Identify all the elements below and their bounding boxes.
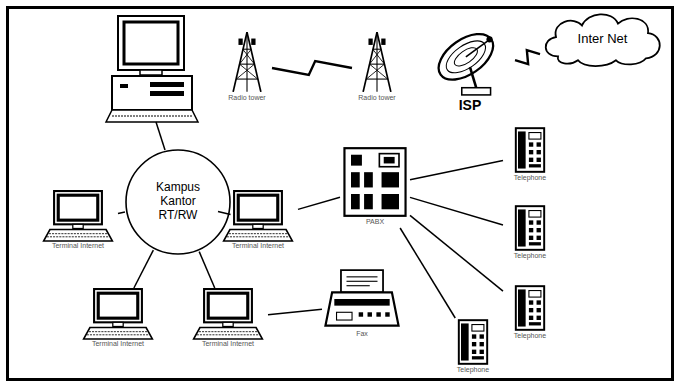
- terminal-pc-icon: [78, 288, 158, 340]
- radio-tower: Radio tower: [352, 30, 402, 106]
- node-label: Kampus Kantor RT/RW: [152, 181, 204, 222]
- cable-link: [410, 161, 503, 180]
- fax-machine: Fax: [322, 268, 402, 342]
- device-label: Radio tower: [222, 94, 272, 101]
- terminal-pc-icon: [188, 288, 268, 340]
- telephone: Telephone: [503, 204, 557, 262]
- terminal-pc: Terminal Internet: [218, 190, 298, 252]
- server-keyboard: [106, 110, 198, 122]
- cable-link: [218, 212, 231, 215]
- device-label: Terminal Internet: [38, 242, 118, 249]
- node-label: Inter Net: [553, 32, 653, 47]
- fax-machine-icon: [322, 268, 402, 330]
- cable-link: [134, 250, 153, 288]
- text-holder: Inter Net: [540, 10, 665, 68]
- pabx-switch-icon: [340, 146, 410, 218]
- cable-link: [268, 309, 322, 315]
- cable-link: [199, 252, 215, 288]
- terminal-pc-icon: [218, 190, 298, 242]
- telephone-icon: [503, 284, 557, 332]
- power-light: [120, 84, 128, 88]
- cable-link: [400, 228, 455, 318]
- telephone-icon: [503, 204, 557, 252]
- server-screen: [124, 22, 178, 64]
- device-label: Terminal Internet: [78, 340, 158, 347]
- radio-tower-icon: [352, 30, 402, 94]
- pabx-switch: PABX: [340, 146, 410, 228]
- telephone: Telephone: [503, 284, 557, 342]
- cable-link: [410, 197, 503, 225]
- internet-cloud: Inter Net: [540, 10, 665, 68]
- radio-link: [272, 61, 352, 75]
- telephone-icon: [503, 126, 557, 174]
- device-label: ISP: [425, 98, 515, 113]
- device-label: Fax: [322, 330, 402, 337]
- monitor-stand: [140, 70, 162, 75]
- radio-tower-icon: [222, 30, 272, 94]
- server-case: [112, 76, 192, 110]
- text-holder: Kampus Kantor RT/RW: [124, 148, 232, 256]
- server-monitor: [118, 16, 184, 70]
- telephone-icon: [446, 318, 500, 366]
- device-label: Radio tower: [352, 94, 402, 101]
- campus-ring: Kampus Kantor RT/RW: [124, 148, 232, 256]
- radio-tower: Radio tower: [222, 30, 272, 106]
- cable-link: [298, 197, 340, 209]
- device-label: Terminal Internet: [188, 340, 268, 347]
- device-label: Telephone: [503, 332, 557, 339]
- terminal-pc: Terminal Internet: [38, 190, 118, 252]
- server-wire: [156, 122, 165, 150]
- drive-slot: [150, 91, 184, 96]
- telephone: Telephone: [503, 126, 557, 184]
- drive-slot: [150, 82, 184, 87]
- terminal-pc: Terminal Internet: [188, 288, 268, 350]
- terminal-pc-icon: [38, 190, 118, 242]
- telephone: Telephone: [446, 318, 500, 376]
- cable-link: [118, 212, 125, 213]
- keyboard-keys: [112, 116, 192, 117]
- device-label: Terminal Internet: [218, 242, 298, 249]
- device-label: Telephone: [446, 366, 500, 373]
- isp-dish: ISP: [425, 26, 515, 116]
- isp-dish-icon: [425, 26, 515, 98]
- device-label: PABX: [340, 218, 410, 225]
- terminal-pc: Terminal Internet: [78, 288, 158, 350]
- radio-link: [515, 50, 540, 64]
- device-label: Telephone: [503, 174, 557, 181]
- cable-link: [410, 215, 503, 291]
- device-label: Telephone: [503, 252, 557, 259]
